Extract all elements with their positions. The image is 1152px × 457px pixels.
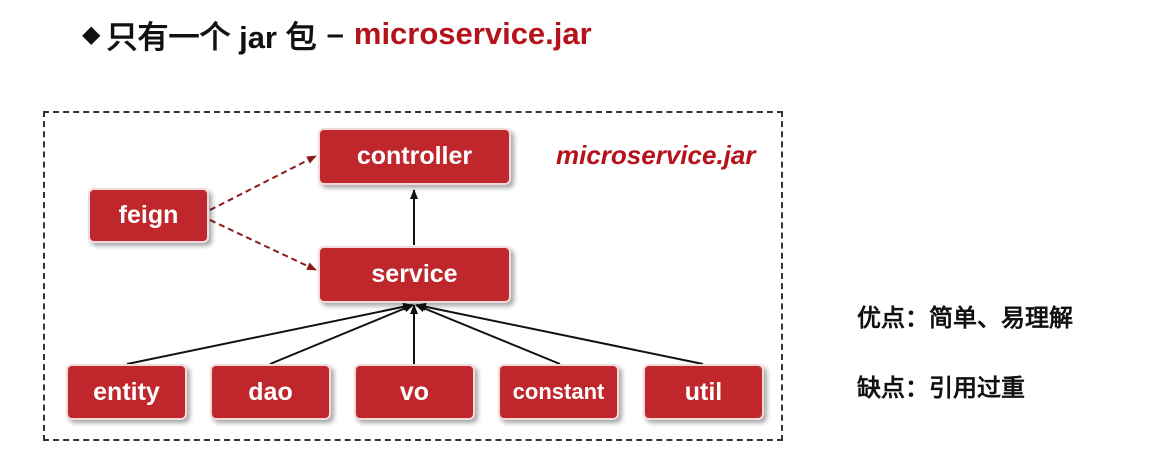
jar-container-label: microservice.jar	[556, 140, 756, 170]
pros-note: 优点：简单、易理解	[857, 305, 1073, 332]
arrow-feign-to-controller	[209, 155, 317, 211]
node-controller: controller	[318, 128, 511, 185]
arrow-util-to-service	[416, 302, 704, 365]
node-constant: constant	[498, 364, 619, 420]
node-vo: vo	[354, 364, 475, 420]
cons-note: 缺点：引用过重	[857, 375, 1025, 402]
title-dash: –	[326, 16, 344, 51]
title-prefix: 只有一个 jar 包	[106, 19, 317, 55]
jar-container-frame	[43, 111, 783, 441]
node-entity: entity	[66, 364, 187, 420]
title-jar-name: microservice.jar	[353, 16, 592, 51]
arrow-constant-to-service	[415, 304, 561, 365]
node-dao: dao	[210, 364, 331, 420]
arrow-entity-to-service	[126, 302, 413, 365]
node-service: service	[318, 246, 511, 303]
diamond-bullet-icon: ◆	[82, 20, 101, 48]
node-feign: feign	[88, 188, 209, 243]
arrow-dao-to-service	[269, 304, 414, 365]
node-util: util	[643, 364, 764, 420]
slide-title: ◆ 只有一个 jar 包 – microservice.jar	[82, 12, 592, 56]
arrow-feign-to-service	[209, 219, 317, 271]
